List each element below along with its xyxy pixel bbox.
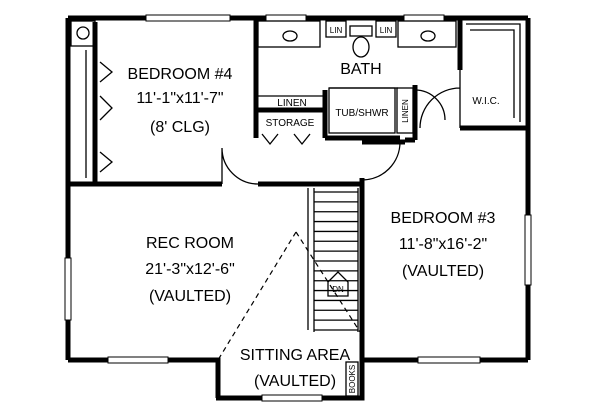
books-label: BOOKS bbox=[348, 365, 357, 393]
door-wic bbox=[419, 70, 461, 129]
bedroom4-name: BEDROOM #4 bbox=[128, 66, 233, 83]
wic-label: W.I.C. bbox=[472, 96, 499, 107]
tub-shower-label: TUB/SHWR bbox=[335, 108, 388, 119]
window-recroom-side bbox=[64, 257, 72, 321]
window-bedroom4-top bbox=[145, 14, 231, 22]
wic-shelf bbox=[466, 23, 521, 122]
window-bath-top-right bbox=[403, 14, 445, 22]
sink-left bbox=[282, 30, 298, 42]
lin-right-label: LIN bbox=[380, 26, 393, 35]
lin-box-left bbox=[325, 20, 347, 38]
storage-door-left bbox=[261, 133, 279, 146]
window-bath-top bbox=[265, 14, 307, 22]
doors bbox=[221, 70, 461, 185]
door-tub bbox=[414, 89, 446, 121]
windows bbox=[64, 14, 532, 402]
room-labels: BEDROOM #4 11'-1"x11'-7" (8' CLG) BATH R… bbox=[128, 61, 496, 390]
corner-chase-circle bbox=[76, 26, 90, 40]
sitting-area-name: SITTING AREA bbox=[240, 347, 351, 364]
vault-line-right bbox=[295, 231, 363, 336]
window-sitting-bottom bbox=[261, 394, 323, 402]
window-bedroom3-side bbox=[524, 214, 532, 286]
recroom-size: 21'-3"x12'-6" bbox=[145, 261, 235, 278]
closet-doors-bedroom4 bbox=[85, 50, 114, 178]
toilet-bowl bbox=[352, 36, 370, 58]
storage-doors bbox=[261, 133, 311, 146]
recroom-name: REC ROOM bbox=[146, 235, 234, 252]
bedroom3-size: 11'-8"x16'-2" bbox=[399, 236, 487, 253]
toilet-tank bbox=[349, 25, 373, 37]
bookshelf bbox=[345, 361, 359, 397]
bath-name: BATH bbox=[340, 61, 381, 78]
lin-box-right bbox=[375, 20, 397, 38]
window-bedroom3-bottom bbox=[417, 356, 481, 364]
tub-shower bbox=[328, 87, 396, 134]
window-recroom-bottom bbox=[107, 356, 169, 364]
door-bedroom4 bbox=[221, 147, 259, 185]
sitting-area-ceiling: (VAULTED) bbox=[254, 373, 336, 390]
bedroom4-ceiling: (8' CLG) bbox=[150, 119, 210, 136]
door-bath bbox=[361, 141, 401, 181]
sink-right bbox=[420, 30, 436, 42]
bedroom3-name: BEDROOM #3 bbox=[391, 210, 496, 227]
linen-side-label: LINEN bbox=[401, 99, 410, 123]
bedroom3-ceiling: (VAULTED) bbox=[402, 263, 484, 280]
storage-label: STORAGE bbox=[266, 118, 315, 129]
linen-upper-label: LINEN bbox=[277, 98, 306, 109]
corner-chase bbox=[70, 20, 96, 47]
interior-walls bbox=[68, 18, 528, 360]
vault-line-left bbox=[217, 231, 297, 361]
stair-down-label: DN bbox=[332, 285, 344, 294]
bedroom4-size: 11'-1"x11'-7" bbox=[136, 90, 223, 107]
storage-door-right bbox=[293, 133, 311, 146]
vanity-right bbox=[397, 20, 457, 48]
bifold-door-3 bbox=[99, 151, 114, 173]
lin-left-label: LIN bbox=[330, 26, 343, 35]
staircase bbox=[313, 188, 359, 332]
bifold-door-1 bbox=[99, 61, 114, 83]
exterior-wall-bottom-left bbox=[68, 357, 221, 398]
vanity-left bbox=[257, 20, 321, 48]
wic-shelf-inner bbox=[470, 29, 515, 118]
bifold-door-2 bbox=[99, 95, 113, 121]
recroom-ceiling: (VAULTED) bbox=[149, 288, 231, 305]
stair-down-arrow bbox=[327, 271, 349, 297]
small-labels: LIN LIN LINEN STORAGE TUB/SHWR LINEN W.I… bbox=[266, 26, 500, 393]
